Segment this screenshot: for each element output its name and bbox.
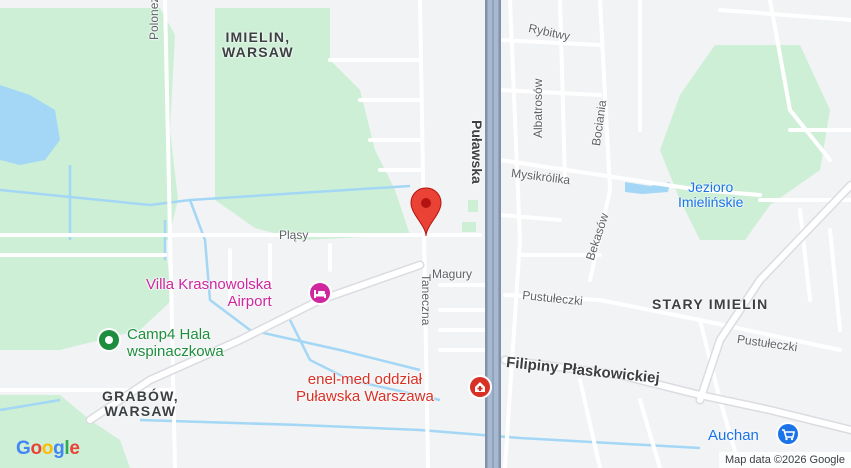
district-label-stary-imielin: STARY IMIELIN	[652, 296, 769, 312]
street-label-albatrosow: Albatrosów	[531, 78, 545, 138]
park-icon[interactable]	[96, 327, 122, 353]
poi-villa-krasnowolska[interactable]: Villa Krasnowolska Airport	[146, 276, 272, 310]
medical-icon[interactable]	[467, 374, 493, 400]
street-label-pulawska: Puławska	[469, 120, 485, 184]
shopping-cart-icon[interactable]	[775, 421, 801, 447]
street-label-magury: Magury	[432, 267, 473, 281]
map-attribution: Map data ©2026 Google	[718, 452, 851, 468]
bed-icon[interactable]	[307, 280, 333, 306]
google-logo: Google	[16, 438, 80, 459]
map-pin-icon[interactable]	[408, 186, 444, 238]
secondary-roads-inner	[87, 182, 851, 433]
street-label-taneczna: Taneczna	[419, 274, 433, 326]
street-label-poloneza: Poloneza	[147, 0, 161, 40]
district-label-imielin: IMIELIN,WARSAW	[222, 29, 294, 61]
district-label-grabow: GRABÓW,WARSAW	[102, 388, 179, 420]
poi-auchan[interactable]: Auchan	[708, 427, 759, 444]
street-label-plasy: Pląsy	[279, 228, 309, 242]
